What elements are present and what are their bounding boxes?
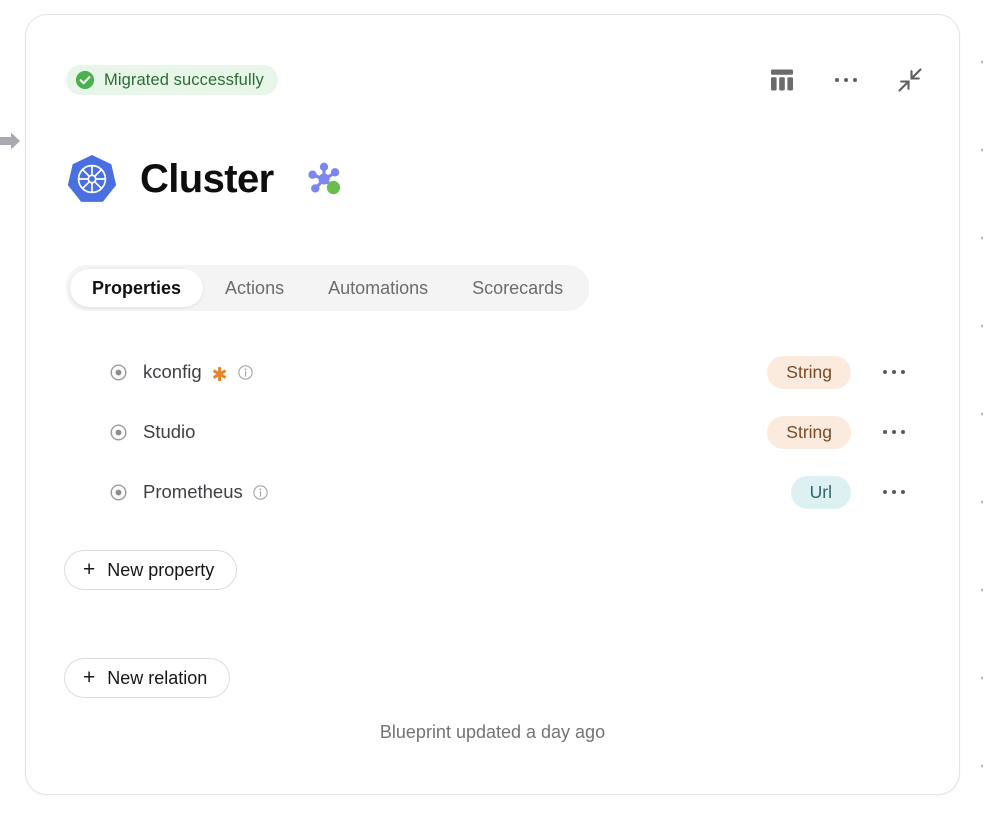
property-info: Prometheus: [110, 481, 791, 503]
property-type-radio-icon: [110, 424, 133, 441]
info-icon[interactable]: [253, 484, 268, 500]
tab-label: Properties: [92, 277, 182, 298]
required-asterisk-icon: ✱: [211, 364, 228, 386]
status-badge: Migrated successfully: [66, 65, 278, 95]
row-more-options-icon[interactable]: [873, 429, 915, 435]
tab-label: Automations: [328, 277, 429, 298]
dot: [843, 77, 849, 83]
status-badge: String: [767, 415, 851, 449]
status-badge: Url: [790, 475, 851, 509]
status-badge: String: [767, 355, 851, 389]
dot: [891, 489, 897, 495]
row-more-options-icon[interactable]: [873, 369, 915, 375]
tab-label: Scorecards: [472, 277, 564, 298]
property-name: Studio: [143, 421, 196, 442]
row-more-options-icon[interactable]: [873, 489, 915, 495]
property-info: Studio: [110, 421, 767, 443]
new-property-button[interactable]: + New property: [64, 550, 238, 590]
dot: [882, 429, 888, 435]
dot: [882, 369, 888, 375]
molecule-icon: [296, 159, 344, 199]
page-title-row: Cluster: [66, 153, 344, 205]
kubernetes-icon: [66, 153, 118, 205]
tab-bar: Properties Actions Automations Scorecard…: [66, 265, 590, 311]
page-title: Cluster: [140, 157, 274, 201]
dot: [882, 489, 888, 495]
property-name: Prometheus: [143, 481, 243, 502]
tab-actions[interactable]: Actions: [203, 269, 306, 307]
tab-automations[interactable]: Automations: [306, 269, 450, 307]
plus-icon: +: [83, 557, 96, 581]
card-header: Migrated successfully: [26, 15, 959, 95]
table-row[interactable]: Prometheus Url: [66, 462, 931, 522]
property-list: kconfig ✱ String: [66, 342, 931, 522]
table-view-icon[interactable]: [767, 65, 797, 95]
blueprint-card: Migrated successfully: [25, 14, 960, 795]
header-actions: [767, 65, 925, 95]
blueprint-updated-text: Blueprint updated a day ago: [379, 722, 606, 742]
collapse-icon[interactable]: [895, 65, 925, 95]
arrow-right-icon: [0, 130, 22, 152]
property-type-radio-icon: [110, 484, 133, 501]
new-property-label: New property: [107, 559, 215, 580]
table-row[interactable]: Studio String: [66, 402, 931, 462]
table-row[interactable]: kconfig ✱ String: [66, 342, 931, 402]
info-icon[interactable]: [237, 364, 253, 380]
property-info: kconfig ✱: [110, 361, 767, 386]
dot: [852, 77, 858, 83]
dot: [900, 429, 906, 435]
more-options-icon[interactable]: [831, 65, 861, 95]
property-type-radio-icon: [110, 364, 133, 381]
dot: [891, 369, 897, 375]
tab-properties[interactable]: Properties: [70, 269, 204, 307]
dot: [891, 429, 897, 435]
dot: [834, 77, 840, 83]
new-relation-button[interactable]: + New relation: [64, 658, 231, 698]
dot: [900, 489, 906, 495]
status-badge-label: Migrated successfully: [104, 70, 264, 89]
plus-icon: +: [83, 665, 96, 689]
new-relation-label: New relation: [107, 667, 208, 688]
property-name: kconfig: [143, 361, 202, 382]
tab-label: Actions: [225, 277, 285, 298]
tab-scorecards[interactable]: Scorecards: [450, 269, 585, 307]
check-circle-icon: [75, 70, 95, 90]
dot: [900, 369, 906, 375]
